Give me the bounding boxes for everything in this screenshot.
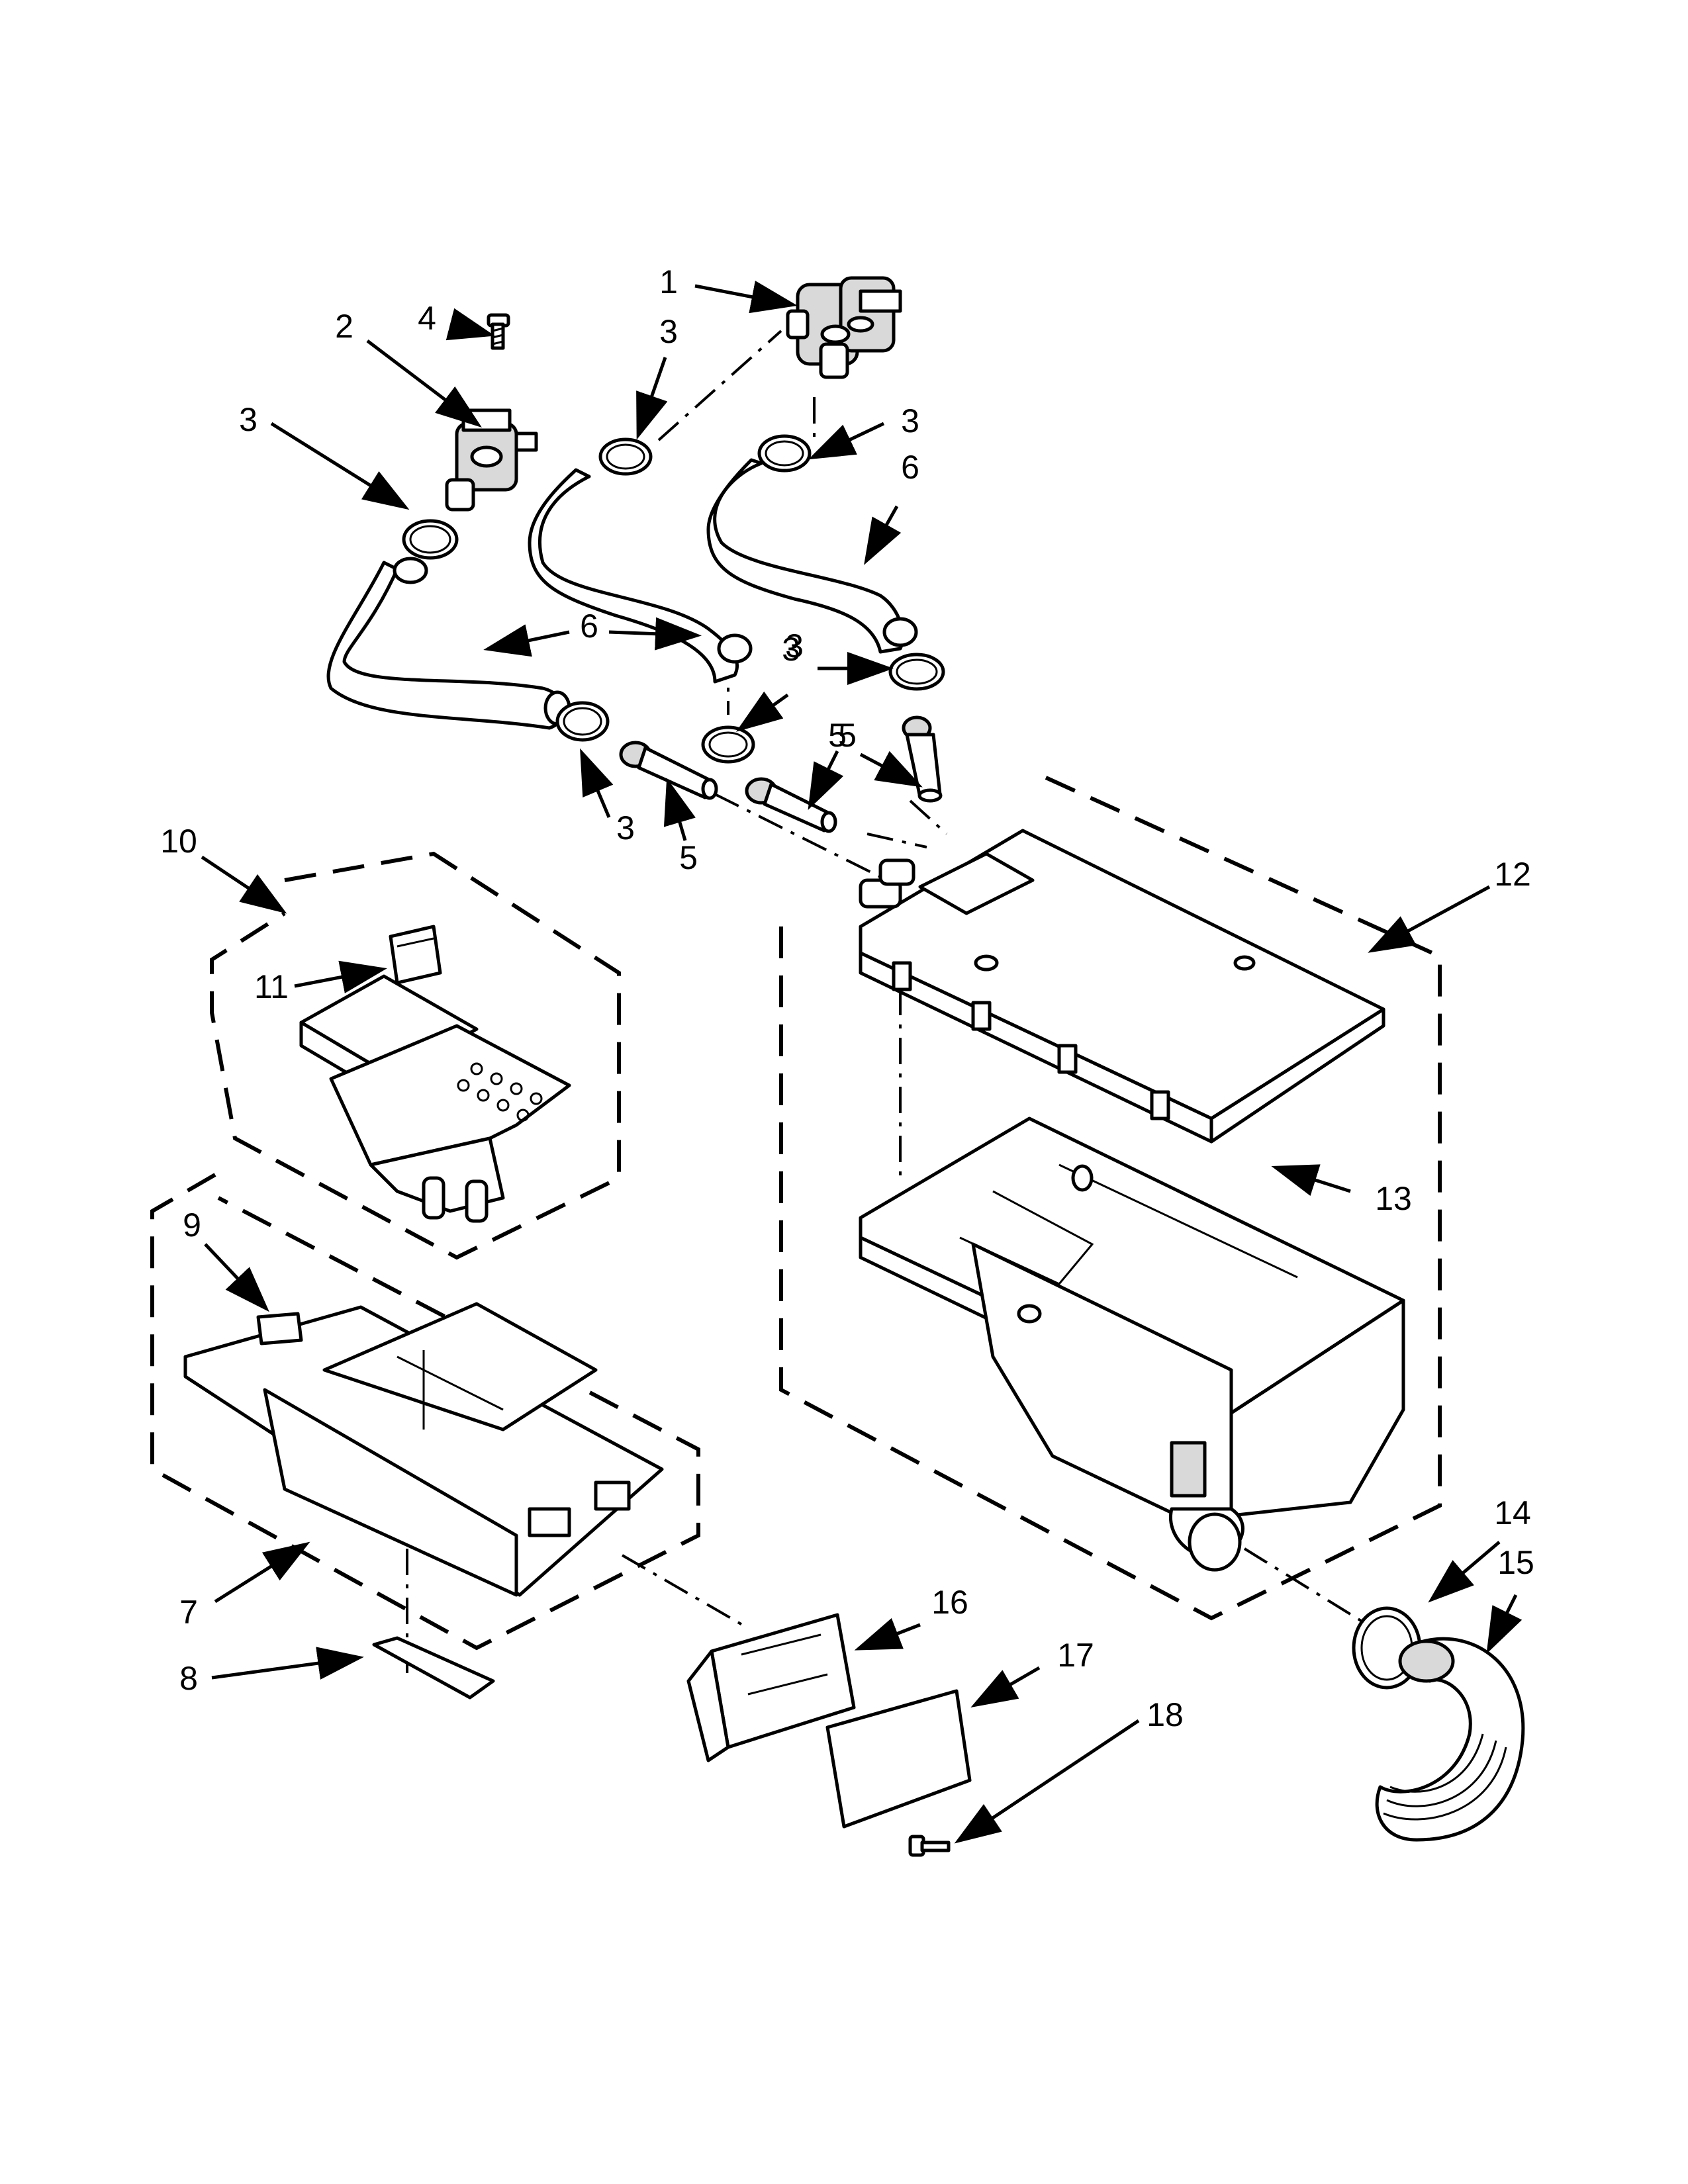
callout-17: 17 bbox=[1057, 1637, 1094, 1674]
callout-4: 4 bbox=[418, 300, 436, 337]
leader-lines bbox=[201, 281, 1523, 1844]
dispenser-cover bbox=[859, 829, 1385, 1144]
water-valve-single bbox=[445, 408, 538, 512]
drawer-insert-bottom bbox=[372, 1636, 495, 1700]
callout-3f: 3 bbox=[616, 809, 635, 846]
hose-clamp-5 bbox=[555, 701, 610, 742]
hose-clamp-1 bbox=[402, 519, 459, 560]
hose-clamp-2 bbox=[598, 437, 653, 476]
callout-6a: 6 bbox=[901, 449, 919, 486]
dispenser-housing bbox=[859, 1116, 1405, 1572]
hose-left bbox=[326, 557, 571, 730]
callout-3c: 3 bbox=[901, 402, 919, 439]
callout-numbers: 1 2 3 3 3 3 3 3 4 5 5 5 6 6 7 8 9 10 11 … bbox=[160, 263, 1534, 1733]
callout-5a: 5 bbox=[679, 839, 698, 876]
callout-11: 11 bbox=[254, 968, 289, 1005]
callout-1: 1 bbox=[659, 263, 678, 300]
callout-12: 12 bbox=[1494, 856, 1531, 893]
callout-3-mid: 3 bbox=[785, 627, 804, 664]
callout-3a: 3 bbox=[239, 401, 258, 438]
tray-holes bbox=[457, 1062, 543, 1122]
water-valve-dual bbox=[786, 276, 902, 379]
dispenser-drawer bbox=[183, 1302, 664, 1597]
callout-3d: 3 bbox=[782, 631, 800, 668]
hose-clamp-3 bbox=[757, 434, 812, 473]
callout-14: 14 bbox=[1494, 1494, 1531, 1531]
callout-18: 18 bbox=[1147, 1696, 1184, 1733]
callout-13: 13 bbox=[1375, 1180, 1412, 1217]
screw-top bbox=[487, 313, 510, 350]
callout-8: 8 bbox=[179, 1660, 198, 1697]
connector-3 bbox=[902, 715, 943, 803]
callout-10: 10 bbox=[160, 823, 197, 860]
callout-2: 2 bbox=[335, 308, 353, 345]
tray-insert bbox=[299, 974, 571, 1223]
callout-numbers-extra: 3 3 5 bbox=[785, 627, 847, 754]
hose-right bbox=[706, 458, 918, 654]
tray-cap bbox=[389, 925, 442, 985]
drawer-front-bracket bbox=[686, 1613, 856, 1762]
callout-15: 15 bbox=[1497, 1544, 1534, 1581]
hose-clamp-6 bbox=[701, 725, 755, 764]
callout-6b: 6 bbox=[580, 608, 598, 645]
assembly-outline-7 bbox=[150, 1173, 700, 1651]
callout-7: 7 bbox=[179, 1594, 198, 1631]
assembly-outline-10 bbox=[210, 851, 621, 1260]
callout-5b: 5 bbox=[838, 717, 857, 754]
drawer-siphon-cap bbox=[256, 1312, 303, 1345]
connector-2 bbox=[745, 777, 837, 833]
callout-16: 16 bbox=[931, 1584, 968, 1621]
callout-9: 9 bbox=[183, 1206, 201, 1244]
callout-5-mid: 5 bbox=[828, 717, 847, 754]
callout-3b: 3 bbox=[659, 313, 678, 350]
screw-bottom bbox=[908, 1835, 951, 1857]
hose-clamp-4 bbox=[888, 653, 945, 691]
bellows-hose bbox=[1375, 1637, 1525, 1842]
drawer-panel bbox=[825, 1689, 972, 1829]
